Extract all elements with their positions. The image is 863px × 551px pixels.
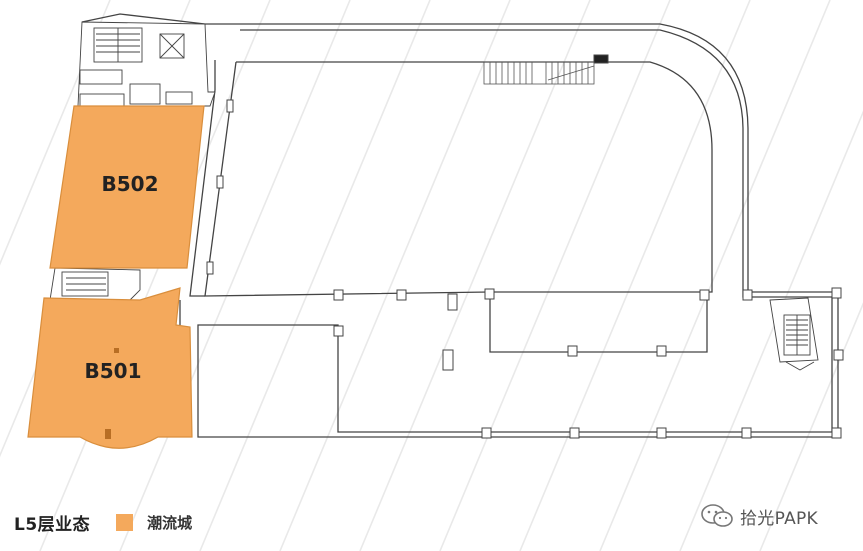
service-core-top — [77, 21, 216, 107]
unit-b501[interactable]: B501 — [27, 287, 193, 449]
service-core-middle — [43, 267, 141, 313]
columns — [206, 99, 844, 439]
watermark-text: 拾光PAPK — [740, 508, 818, 529]
watermark: 拾光PAPK — [700, 503, 818, 529]
right-stair-core — [769, 297, 819, 371]
unit-b502-label: B502 — [102, 172, 159, 196]
legend-label: 潮流城 — [147, 514, 193, 532]
unit-b502[interactable]: B502 — [49, 105, 205, 269]
legend-swatch — [116, 514, 134, 531]
legend: L5层业态 潮流城 — [14, 510, 192, 535]
floor-title: L5层业态 — [14, 515, 91, 535]
building-outline — [81, 13, 839, 438]
top-stairs — [483, 61, 595, 85]
wechat-icon — [701, 504, 733, 527]
fixtures — [442, 54, 609, 371]
unit-b501-label: B501 — [85, 359, 142, 383]
